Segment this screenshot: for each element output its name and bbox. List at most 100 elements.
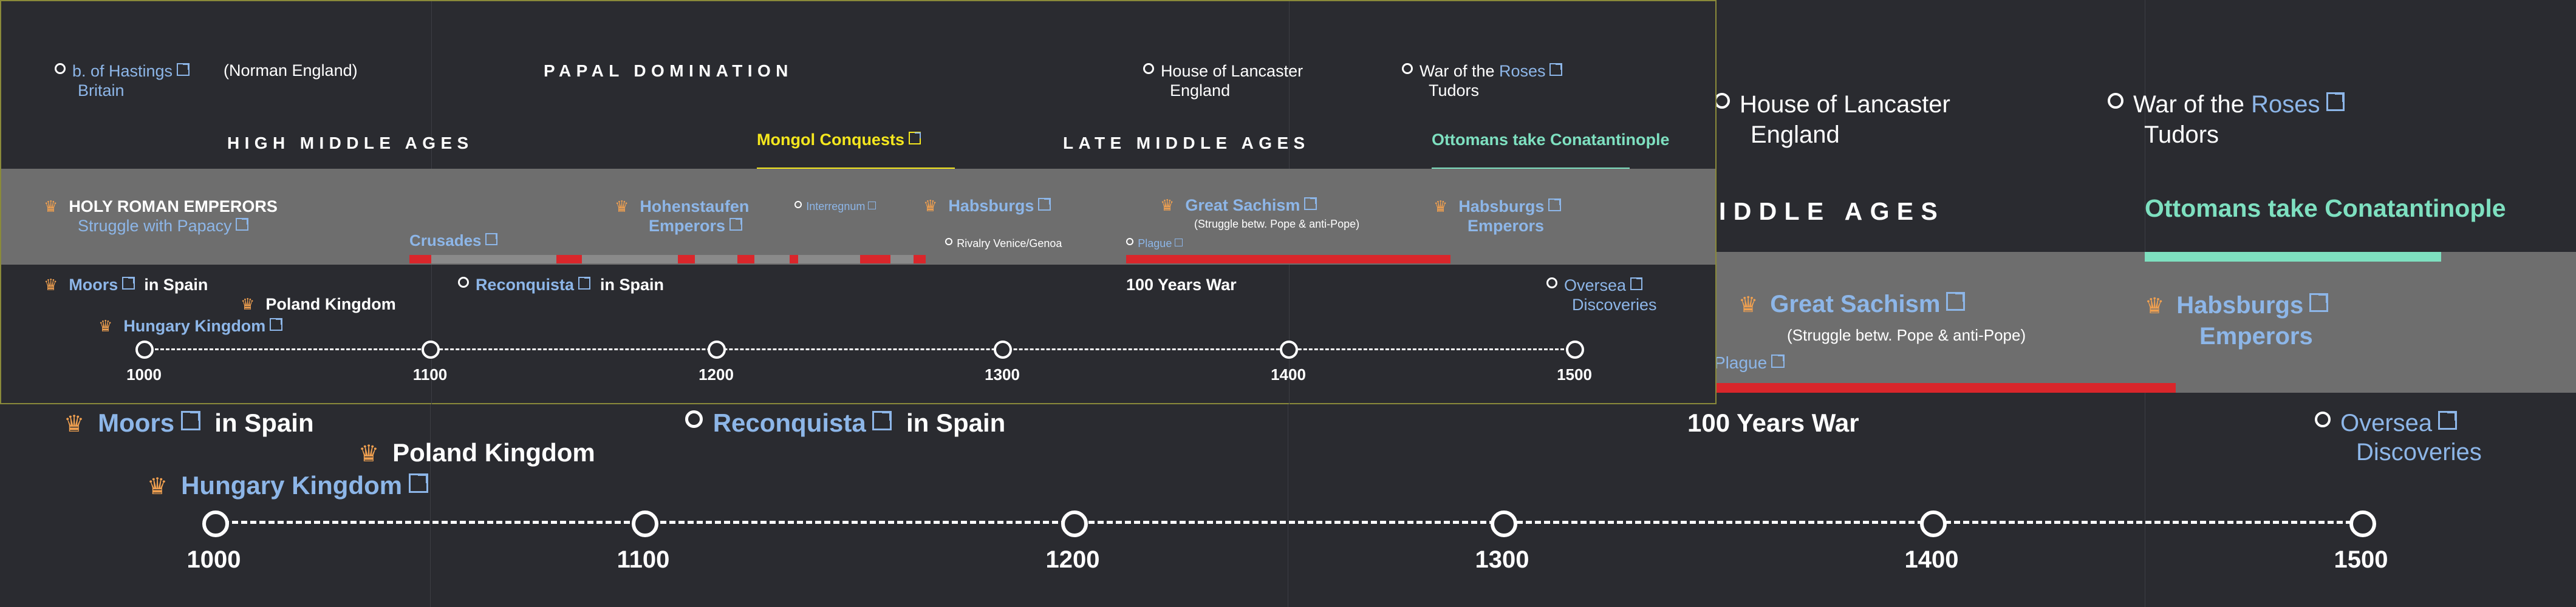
crown-icon: ♛ <box>98 317 113 335</box>
moors-item-small: ♛Moors in Spain <box>44 276 208 294</box>
interregnum-item[interactable]: Interregnum <box>794 200 876 213</box>
external-link-icon <box>1548 198 1561 211</box>
moors-link[interactable]: Moors <box>98 409 175 437</box>
era-high-middle-ages: HIGH MIDDLE AGES <box>227 134 474 152</box>
oversea-discoveries-item[interactable]: Oversea Discoveries <box>2315 409 2482 467</box>
external-link-icon <box>2326 92 2345 111</box>
external-link-icon <box>729 217 742 231</box>
hungary-item[interactable]: ♛Hungary Kingdom <box>147 471 428 500</box>
reconquista-link[interactable]: Reconquista <box>712 409 866 437</box>
timeline-panel: b. of Hastings Britain (Norman England) … <box>0 0 1717 404</box>
crown-icon: ♛ <box>923 197 938 215</box>
timeline-axis <box>214 521 2361 524</box>
external-link-icon <box>180 410 200 430</box>
great-schism-item[interactable]: ♛Great Sachism (Struggle betw. Pope & an… <box>1738 291 2026 344</box>
habsburg-emperors-item[interactable]: ♛Habsburgs Emperors <box>2145 290 2329 351</box>
timeline-tick <box>632 510 658 537</box>
mongol-conquests[interactable]: Mongol Conquests <box>757 131 921 149</box>
era-late-middle-ages: LATE MIDDLE AGES <box>1063 134 1310 152</box>
circle-marker-icon <box>2108 93 2123 109</box>
hundred-years-bar <box>1126 255 1450 263</box>
external-link-icon <box>236 217 249 231</box>
timeline-tick <box>135 341 154 359</box>
timeline-year-label: 1000 <box>126 365 162 384</box>
reconquista-item: Reconquista in Spain <box>685 409 1005 438</box>
external-link-icon <box>872 410 892 430</box>
timeline-year-label: 1400 <box>1271 365 1306 384</box>
war-of-roses-event-small: War of the Roses Tudors <box>1402 61 1563 100</box>
crusade-bar <box>790 255 798 263</box>
crown-icon: ♛ <box>241 295 255 313</box>
timeline-year-label: 1300 <box>985 365 1020 384</box>
timeline-tick <box>994 341 1012 359</box>
timeline-tick <box>1920 510 1947 537</box>
timeline-axis-small <box>144 348 1575 350</box>
poland-item: ♛Poland Kingdom <box>358 438 595 467</box>
lancaster-event: House of Lancaster England <box>1714 89 1950 150</box>
crown-icon: ♛ <box>44 276 58 294</box>
hastings-link[interactable]: b. of Hastings <box>72 62 190 80</box>
timeline-tick <box>1491 510 1517 537</box>
hundred-years-war: 100 Years War <box>1687 409 1859 437</box>
crown-icon: ♛ <box>1160 196 1175 214</box>
crusade-bar <box>737 255 754 263</box>
crusade-bar <box>914 255 926 263</box>
ottomans-event-small[interactable]: Ottomans take Conatantinople <box>1432 131 1670 149</box>
emperors-band-small <box>1 169 1715 265</box>
ottomans-event[interactable]: Ottomans take Conatantinople <box>2145 194 2506 222</box>
habsburg-emperors-item-small[interactable]: ♛Habsburgs Emperors <box>1433 197 1561 236</box>
war-bar <box>1714 383 2176 393</box>
moors-link-small[interactable]: Moors <box>69 276 118 294</box>
hungary-item-small[interactable]: ♛Hungary Kingdom <box>98 317 282 336</box>
external-link-icon <box>122 276 135 290</box>
external-link-icon <box>1630 277 1643 290</box>
era-papal-domination: PAPAL DOMINATION <box>544 61 793 80</box>
moors-item: ♛Moors in Spain <box>64 409 314 437</box>
crusade-bar <box>860 255 890 263</box>
timeline-year-label: 1200 <box>1045 546 1100 573</box>
crusade-bar <box>409 255 431 263</box>
timeline-tick <box>1280 341 1298 359</box>
crusade-bar <box>556 255 582 263</box>
great-schism-item-small[interactable]: ♛Great Sachism (Struggle betw. Pope & an… <box>1160 196 1360 230</box>
timeline-tick <box>422 341 440 359</box>
external-link-icon <box>1946 292 1966 311</box>
external-link-icon <box>578 276 591 290</box>
crusades-item[interactable]: Crusades <box>409 231 498 250</box>
hundred-years-war-small: 100 Years War <box>1126 276 1237 294</box>
crown-icon: ♛ <box>147 474 168 500</box>
circle-marker-icon <box>794 201 802 209</box>
timeline-year-label: 1200 <box>699 365 734 384</box>
external-link-icon <box>408 473 428 493</box>
external-link-icon <box>1549 63 1563 76</box>
circle-marker-icon <box>685 410 703 428</box>
external-link-icon <box>1771 354 1785 368</box>
reconquista-item-small: Reconquista in Spain <box>458 276 664 294</box>
hre-item: ♛HOLY ROMAN EMPERORS Struggle with Papac… <box>44 197 278 235</box>
rivalry-item: Rivalry Venice/Genoa <box>945 237 1062 250</box>
circle-marker-icon <box>1143 63 1155 74</box>
hohenstaufen-item[interactable]: ♛Hohenstaufen Emperors <box>615 197 750 235</box>
oversea-discoveries-small[interactable]: Oversea Discoveries <box>1546 276 1657 314</box>
reconquista-link-small[interactable]: Reconquista <box>475 276 574 294</box>
roses-link[interactable]: Roses <box>2251 91 2345 118</box>
circle-marker-icon <box>945 238 953 246</box>
external-link-icon <box>2438 411 2457 430</box>
timeline-tick <box>202 510 229 537</box>
timeline-tick <box>2349 510 2376 537</box>
circle-marker-icon <box>1546 277 1558 288</box>
plague-item[interactable]: Plague <box>1714 353 1785 373</box>
timeline-year-label: 1500 <box>2334 546 2388 573</box>
circle-marker-icon <box>1126 238 1134 246</box>
external-link-icon <box>176 63 190 76</box>
crusade-bar <box>678 255 695 263</box>
external-link-icon <box>485 232 498 245</box>
timeline-tick <box>1061 510 1088 537</box>
plague-item-small[interactable]: Plague <box>1126 237 1183 250</box>
circle-marker-icon <box>1402 63 1413 74</box>
hre-papacy-link[interactable]: Struggle with Papacy <box>78 217 249 235</box>
roses-link-small[interactable]: Roses <box>1499 62 1563 80</box>
timeline-year-label: 1400 <box>1904 546 1959 573</box>
habsburgs-item[interactable]: ♛Habsburgs <box>923 197 1051 215</box>
timeline-year-label: 1500 <box>1557 365 1592 384</box>
